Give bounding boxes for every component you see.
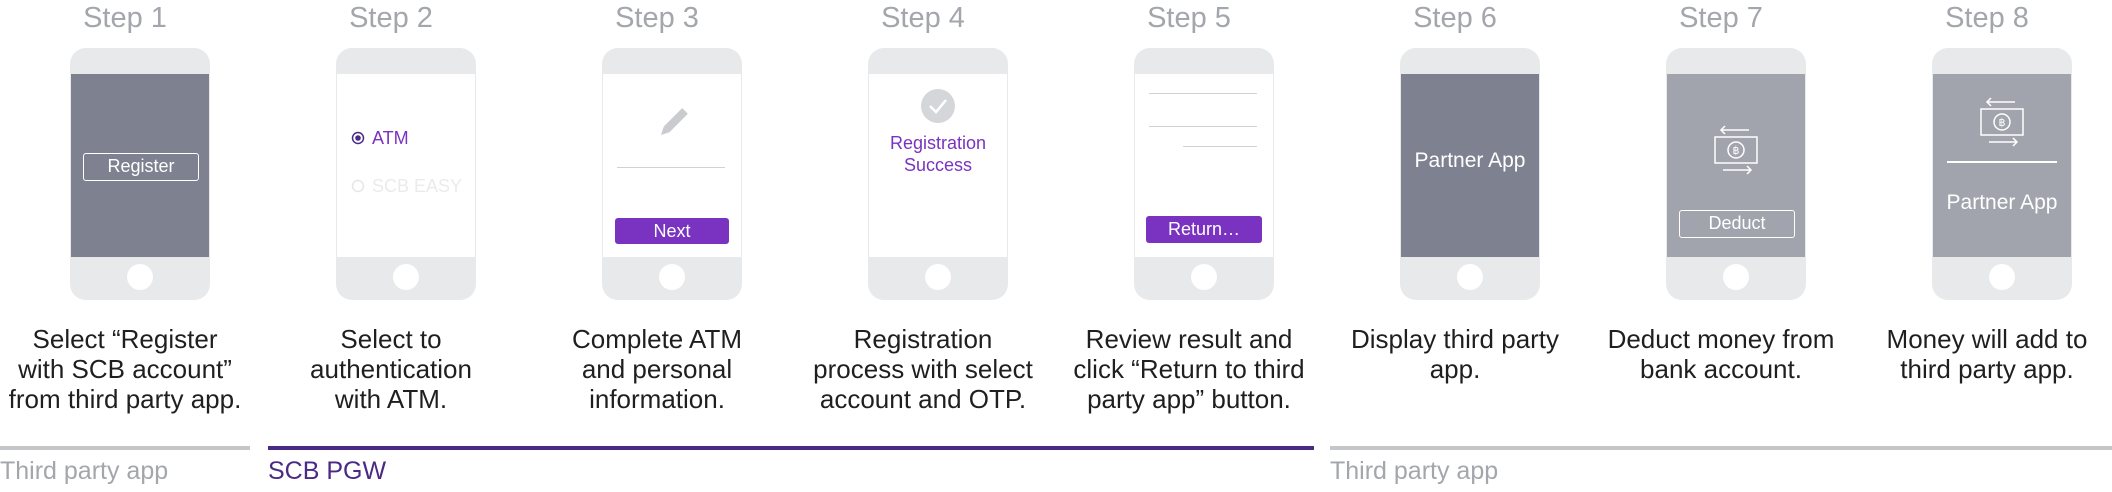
svg-text:฿: ฿ — [1733, 144, 1740, 157]
text-line — [1183, 146, 1257, 147]
description-line: click “Return to third — [1073, 354, 1305, 384]
check-circle-icon — [921, 89, 955, 123]
description-line: Complete ATM — [571, 324, 742, 354]
description-line: Money will add to — [1886, 324, 2088, 354]
description-line: information. — [589, 384, 725, 414]
step-description: Display third party app. — [1330, 324, 1580, 384]
phone-screen: ฿ Partner App — [1933, 74, 2071, 257]
next-button[interactable]: Next — [615, 218, 729, 244]
phone-mockup: ATM SCB EASY — [336, 48, 476, 300]
step-title: Step 8 — [1945, 2, 2029, 34]
screen-text-line: Success — [903, 155, 973, 175]
phone-screen: ATM SCB EASY — [337, 74, 475, 257]
radio-selected-icon[interactable] — [351, 131, 365, 145]
partner-app-label: Partner App — [1946, 191, 2058, 214]
return-button[interactable]: Return… — [1146, 216, 1262, 243]
section-label-third-party-1: Third party app — [0, 457, 169, 485]
description-line: process with select — [813, 354, 1033, 384]
step-description: Select “Register with SCB account” from … — [0, 324, 250, 414]
banknote-exchange-icon: ฿ — [1980, 97, 2024, 147]
home-button — [1191, 264, 1217, 290]
phone-screen: Next — [603, 74, 741, 257]
phone-mockup: Return… — [1134, 48, 1274, 300]
step-title: Step 4 — [881, 2, 965, 34]
step-description: Review result and click “Return to third… — [1064, 324, 1314, 414]
description-line: Select “Register — [32, 324, 218, 354]
phone-mockup: Registration Success — [868, 48, 1008, 300]
home-button — [925, 264, 951, 290]
section-line-third-party-1 — [0, 446, 250, 450]
register-button[interactable]: Register — [83, 153, 199, 181]
description-line: with SCB account” — [18, 354, 232, 384]
screen-text-line: Registration — [889, 133, 987, 153]
text-line — [1149, 126, 1257, 127]
description-line: Review result and — [1085, 324, 1293, 354]
phone-screen: Registration Success — [869, 74, 1007, 257]
text-line — [1149, 93, 1257, 94]
input-line — [617, 167, 725, 168]
phone-mockup: Partner App — [1400, 48, 1540, 300]
step-description: Complete ATM and personal information. — [532, 324, 782, 414]
banknote-exchange-icon: ฿ — [1714, 125, 1758, 175]
step-description: Select to authentication with ATM. — [266, 324, 516, 414]
svg-text:฿: ฿ — [1999, 116, 2006, 129]
pencil-icon — [660, 108, 688, 136]
home-button — [659, 264, 685, 290]
registration-success-text: Registration Success — [869, 132, 1007, 176]
description-line: app. — [1429, 354, 1481, 384]
description-line: Select to — [340, 324, 442, 354]
phone-screen: Partner App — [1401, 74, 1539, 257]
description-line: and personal — [581, 354, 733, 384]
phone-screen: ฿ Deduct — [1667, 74, 1805, 257]
home-button — [1989, 264, 2015, 290]
home-button — [1457, 264, 1483, 290]
step-title: Step 2 — [349, 2, 433, 34]
option-scb-easy[interactable]: SCB EASY — [372, 176, 463, 196]
step-title: Step 7 — [1679, 2, 1763, 34]
section-line-scb-pgw — [268, 446, 1314, 450]
section-label-third-party-2: Third party app — [1330, 457, 1499, 485]
step-description: Money will add to third party app. — [1862, 324, 2112, 384]
description-line: bank account. — [1640, 354, 1802, 384]
phone-mockup: Next — [602, 48, 742, 300]
deduct-button[interactable]: Deduct — [1679, 210, 1795, 238]
description-line: authentication — [310, 354, 472, 384]
section-label-scb-pgw: SCB PGW — [268, 457, 387, 485]
home-button — [1723, 264, 1749, 290]
description-line: party app” button. — [1087, 384, 1291, 414]
description-line: with ATM. — [334, 384, 448, 414]
phone-mockup: Register — [70, 48, 210, 300]
step-title: Step 3 — [615, 2, 699, 34]
home-button — [393, 264, 419, 290]
description-line: third party app. — [1900, 354, 2074, 384]
divider-line — [1947, 161, 2057, 163]
partner-app-label: Partner App — [1414, 149, 1526, 172]
step-title: Step 5 — [1147, 2, 1231, 34]
phone-screen: Register — [71, 74, 209, 257]
step-title: Step 6 — [1413, 2, 1497, 34]
radio-icon[interactable] — [351, 179, 365, 193]
description-line: Display third party — [1350, 324, 1560, 354]
description-line: Deduct money from — [1607, 324, 1835, 354]
step-description: Registration process with select account… — [798, 324, 1048, 414]
description-line: Registration — [853, 324, 993, 354]
description-line: account and OTP. — [819, 384, 1027, 414]
home-button — [127, 264, 153, 290]
step-title: Step 1 — [83, 2, 167, 34]
section-line-third-party-2 — [1330, 446, 2112, 450]
option-atm[interactable]: ATM — [372, 128, 409, 148]
description-line: from third party app. — [8, 384, 242, 414]
step-description: Deduct money from bank account. — [1596, 324, 1846, 384]
phone-mockup: ฿ Partner App — [1932, 48, 2072, 300]
phone-mockup: ฿ Deduct — [1666, 48, 1806, 300]
phone-screen: Return… — [1135, 74, 1273, 257]
